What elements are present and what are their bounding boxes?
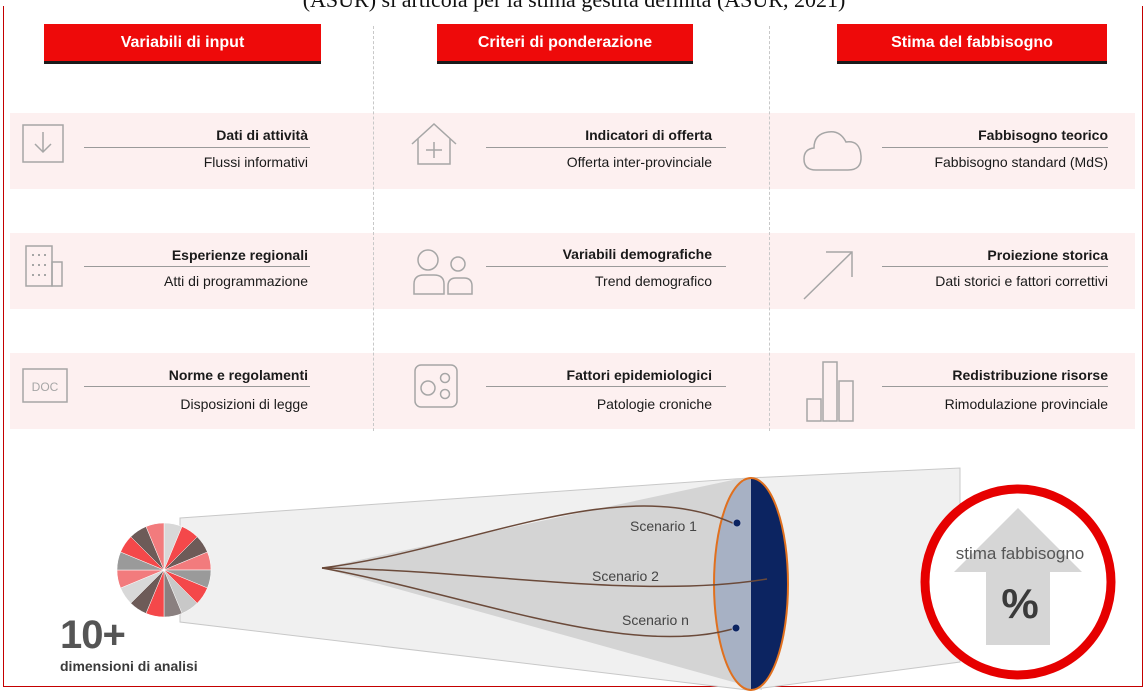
item-rule [84, 266, 310, 267]
item-title: Esperienze regionali [171, 247, 308, 263]
item-subtitle: Disposizioni di legge [180, 396, 308, 412]
bar-chart-icon [806, 361, 856, 423]
item-title: Variabili demografiche [562, 246, 712, 262]
item-rule [486, 147, 726, 148]
item-rule [882, 266, 1108, 267]
dimensions-label: dimensioni di analisi [60, 658, 198, 674]
item-title: Indicatori di offerta [585, 127, 712, 143]
svg-text:DOC: DOC [32, 380, 59, 394]
column-separator [769, 26, 770, 431]
item-title: Fattori epidemiologici [566, 367, 712, 383]
item-title: Fabbisogno teorico [978, 127, 1108, 143]
people-icon [412, 248, 478, 296]
row-band-1 [10, 113, 1135, 189]
item-subtitle: Dati storici e fattori correttivi [935, 273, 1108, 289]
item-subtitle: Patologie croniche [596, 396, 712, 412]
row-band-2 [10, 233, 1135, 309]
item-rule [486, 386, 726, 387]
download-tray-icon [22, 124, 64, 164]
item-subtitle: Trend demografico [595, 273, 712, 289]
trend-arrow-icon [802, 249, 856, 301]
item-rule [882, 147, 1108, 148]
item-rule [486, 266, 726, 267]
item-subtitle: Atti di programmazione [164, 273, 308, 289]
column-header-estimate: Stima del fabbisogno [837, 24, 1107, 64]
item-rule [84, 147, 310, 148]
item-title: Proiezione storica [987, 247, 1108, 263]
item-rule [84, 386, 310, 387]
column-header-weighting: Criteri di ponderazione [437, 24, 693, 64]
cloud-icon [802, 126, 864, 174]
item-title: Dati di attività [216, 127, 308, 143]
dimensions-pie [116, 522, 212, 618]
house-plus-icon [410, 122, 458, 166]
item-subtitle: Rimodulazione provinciale [944, 396, 1108, 412]
item-title: Redistribuzione risorse [952, 367, 1108, 383]
column-header-input: Variabili di input [44, 24, 321, 64]
doc-file-icon: DOC [22, 368, 68, 404]
item-subtitle: Flussi informativi [203, 154, 308, 170]
scenario-label: Scenario n [622, 612, 689, 628]
diagram-frame [3, 6, 1143, 687]
row-band-3 [10, 353, 1135, 429]
estimate-percent: % [1001, 580, 1039, 627]
item-subtitle: Fabbisogno standard (MdS) [934, 154, 1108, 170]
column-separator [373, 26, 374, 431]
scenario-label: Scenario 1 [630, 518, 697, 534]
estimate-label: stima fabbisogno [955, 544, 1085, 563]
dimensions-count: 10+ [60, 613, 126, 657]
item-rule [882, 386, 1108, 387]
cropped-header-text: (ASUR) si articola per la stima gestita … [0, 0, 1148, 13]
building-icon [24, 244, 64, 288]
circles-box-icon [414, 364, 458, 408]
item-subtitle: Offerta inter-provinciale [566, 154, 712, 170]
up-arrow-icon [954, 508, 1082, 645]
scenario-label: Scenario 2 [592, 568, 659, 584]
item-title: Norme e regolamenti [168, 367, 308, 383]
